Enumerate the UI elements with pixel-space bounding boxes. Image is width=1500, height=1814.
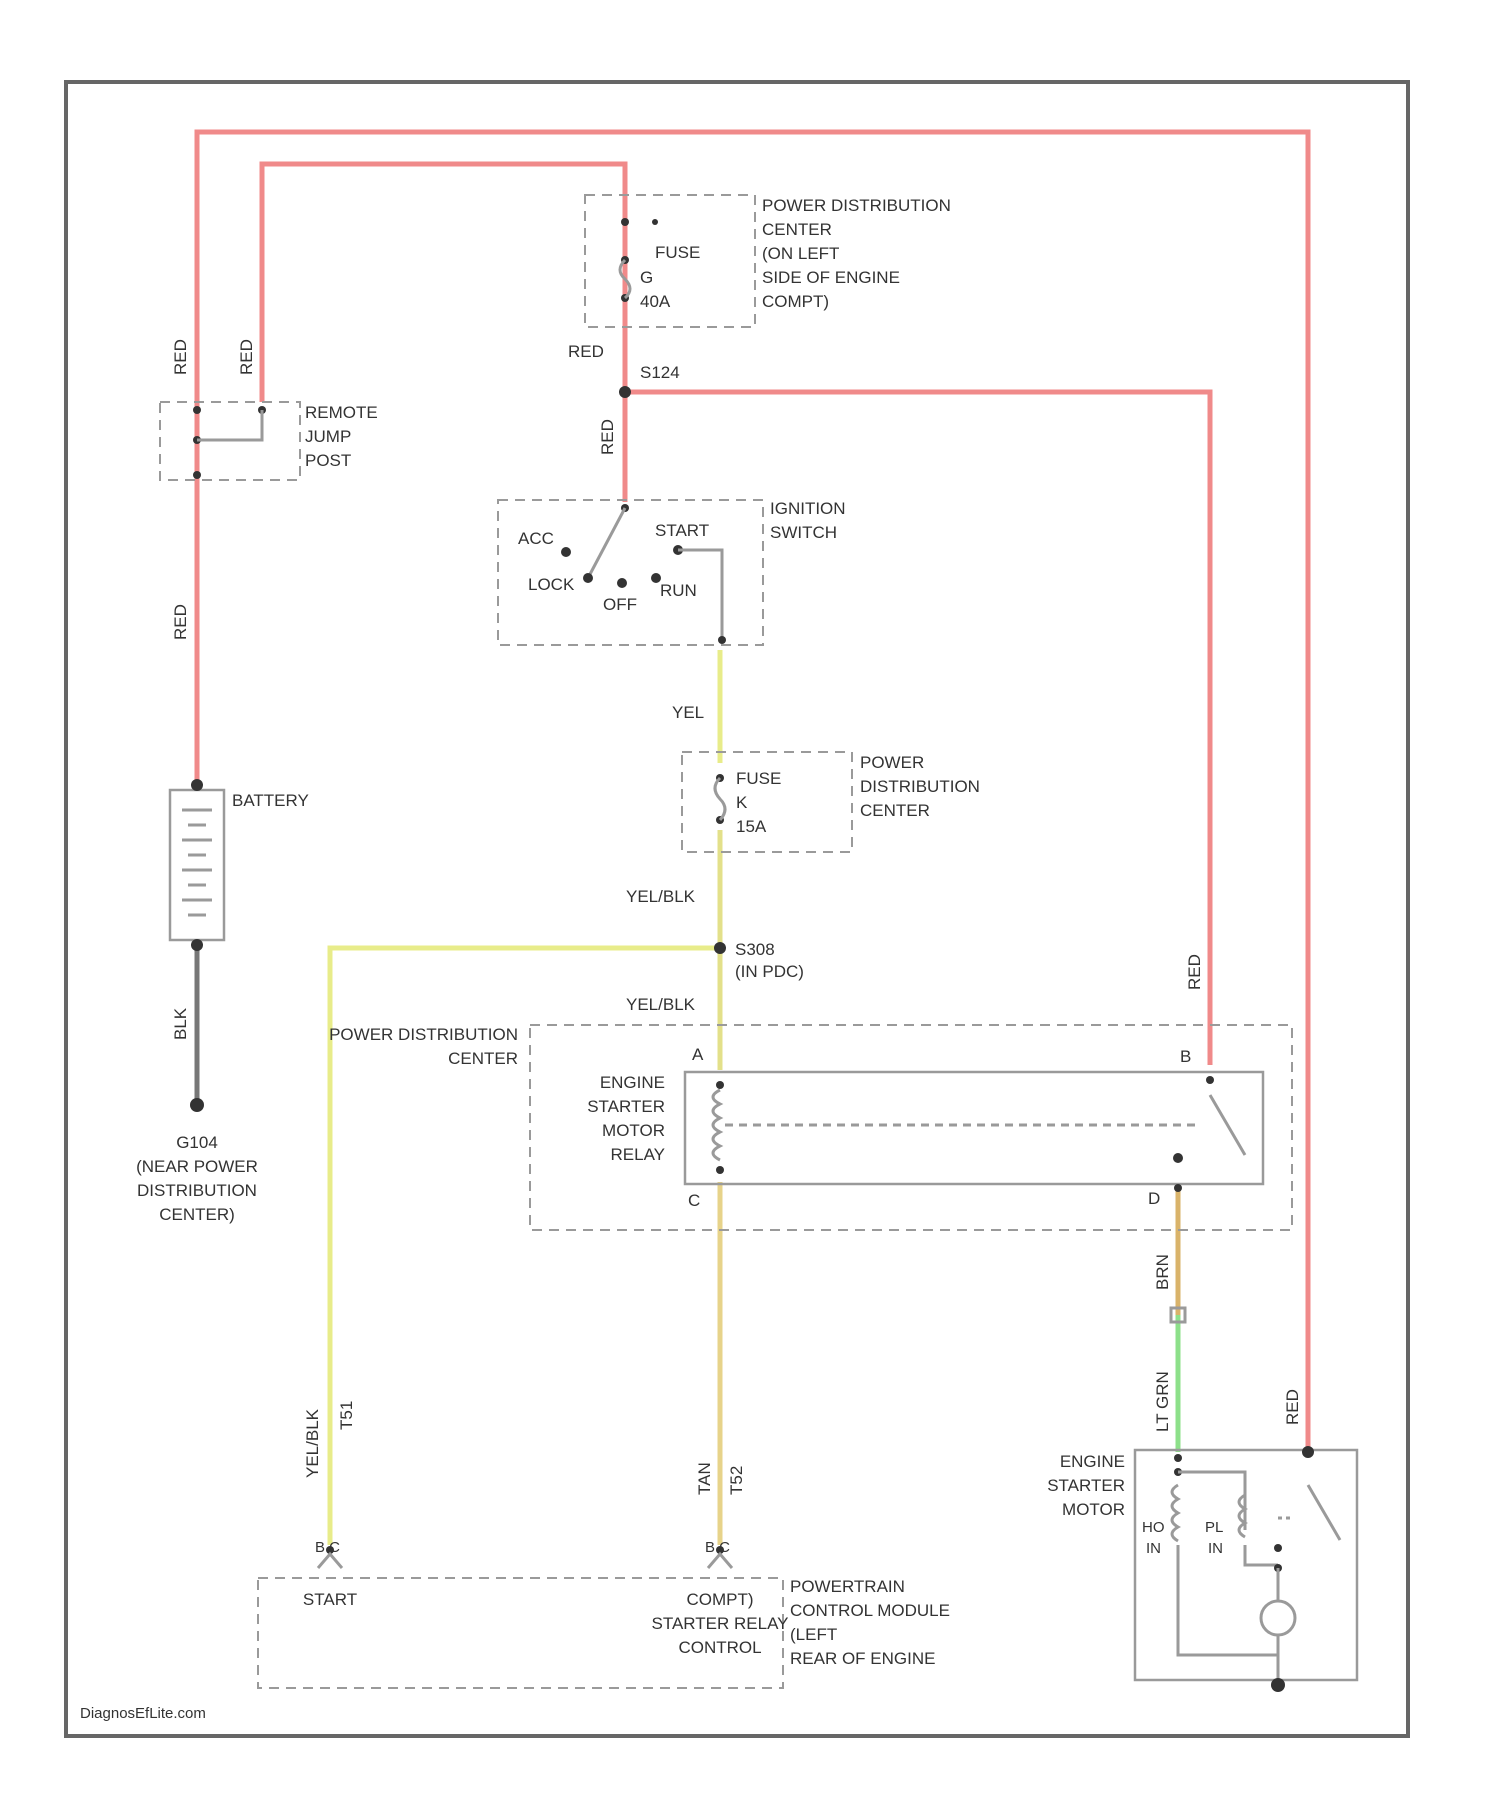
pcm-left-start: START — [303, 1590, 357, 1609]
ground-g104 — [190, 1098, 204, 1112]
pdc-top-title-4: SIDE OF ENGINE — [762, 268, 900, 287]
starter-hold-in-coil — [1172, 1485, 1178, 1541]
ignition-title-1: IGNITION — [770, 499, 846, 518]
jump-post-title-1: REMOTE — [305, 403, 378, 422]
ignition-pos-run: RUN — [660, 581, 697, 600]
wire-label-brn: BRN — [1153, 1254, 1172, 1290]
splice-s308-line-2: (IN PDC) — [735, 962, 804, 981]
starter-title-3: MOTOR — [1062, 1500, 1125, 1519]
jump-post-title-3: POST — [305, 451, 351, 470]
fuse-g-line-1: FUSE — [655, 243, 700, 262]
wire-red-s124-to-relay — [625, 392, 1210, 1065]
starter-coil-pl: PL — [1205, 1519, 1223, 1536]
starter-motor-symbol — [1261, 1601, 1295, 1635]
relay-label-3: MOTOR — [602, 1121, 665, 1140]
starter-title-1: ENGINE — [1060, 1452, 1125, 1471]
relay-pin-a: A — [692, 1045, 704, 1064]
starter-coil-in-2: IN — [1208, 1540, 1223, 1557]
relay-label-4: RELAY — [611, 1145, 666, 1164]
wire-label-pcm-left-pin: T51 — [337, 1401, 356, 1430]
fuse-k-line-1: FUSE — [736, 769, 781, 788]
relay-pin-b: B — [1180, 1047, 1191, 1066]
ignition-pos-off: OFF — [603, 595, 637, 614]
fuse-k-line-3: 15A — [736, 817, 767, 836]
ground-line-4: CENTER) — [159, 1205, 235, 1224]
wire-label-blk: BLK — [171, 1007, 190, 1040]
jump-post-title-2: JUMP — [305, 427, 351, 446]
splice-s124-label: S124 — [640, 363, 680, 382]
wire-label-yelblk-2: YEL/BLK — [626, 995, 696, 1014]
wire-label-red-fuse-g: RED — [568, 342, 604, 361]
relay-coil — [713, 1090, 720, 1160]
fuse-g-line-2: G — [640, 268, 653, 287]
wire-label-red-starter: RED — [1283, 1389, 1302, 1425]
starter-title-2: STARTER — [1047, 1476, 1125, 1495]
pcm-right-cavity: B C — [705, 1539, 730, 1556]
relay-pin-d: D — [1148, 1189, 1160, 1208]
watermark: DiagnosEfLite.com — [80, 1705, 206, 1722]
wire-label-pcm-right-pin: T52 — [727, 1466, 746, 1495]
starter-coil-in-1: IN — [1146, 1540, 1161, 1557]
starter-ground — [1271, 1678, 1285, 1692]
wire-label-yelblk-1: YEL/BLK — [626, 887, 696, 906]
pcm-left-cavity: B C — [315, 1539, 340, 1556]
battery-label: BATTERY — [232, 791, 309, 810]
pdc-top-title-2: CENTER — [762, 220, 832, 239]
splice-s124 — [619, 386, 631, 398]
engine-starter-motor-relay — [685, 1072, 1263, 1184]
pdc-relay-title-1: POWER DISTRIBUTION — [329, 1025, 518, 1044]
pcm-title-3: (LEFT — [790, 1625, 837, 1644]
pdc-fuse-k-box — [682, 752, 852, 852]
splice-s308-line-1: S308 — [735, 940, 775, 959]
wire-label-red-2: RED — [237, 339, 256, 375]
ground-line-2: (NEAR POWER — [136, 1157, 258, 1176]
fuse-g-line-3: 40A — [640, 292, 671, 311]
battery-cells — [182, 810, 212, 915]
wire-label-yelblk-3: YEL/BLK — [303, 1408, 322, 1478]
wire-label-red-s124-down: RED — [598, 419, 617, 455]
pcm-title-1: POWERTRAIN — [790, 1577, 905, 1596]
starter-coil-ho: HO — [1142, 1519, 1165, 1536]
wire-label-tan-1: TAN — [695, 1462, 714, 1495]
wire-red-jump-to-fuse-g — [262, 164, 625, 402]
ground-line-1: G104 — [176, 1133, 218, 1152]
pdc-mid-title-2: DISTRIBUTION — [860, 777, 980, 796]
fuse-k-line-2: K — [736, 793, 748, 812]
ignition-pos-lock: LOCK — [528, 575, 575, 594]
pdc-top-title-3: (ON LEFT — [762, 244, 839, 263]
relay-pin-c: C — [688, 1191, 700, 1210]
pdc-top-title-5: COMPT) — [762, 292, 829, 311]
ignition-pos-start: START — [655, 521, 709, 540]
wire-label-ltgrn: LT GRN — [1153, 1371, 1172, 1432]
ignition-pos-acc: ACC — [518, 529, 554, 548]
splice-s308 — [714, 942, 726, 954]
pcm-right-line-3: CONTROL — [678, 1638, 761, 1657]
ignition-switch-contact — [588, 508, 625, 578]
pdc-mid-title-1: POWER — [860, 753, 924, 772]
pdc-mid-title-3: CENTER — [860, 801, 930, 820]
pcm-title-4: REAR OF ENGINE — [790, 1649, 935, 1668]
wire-label-red-relay: RED — [1185, 954, 1204, 990]
relay-label-2: STARTER — [587, 1097, 665, 1116]
pcm-right-line-2: STARTER RELAY — [652, 1614, 789, 1633]
pcm-right-line-1: COMPT) — [686, 1590, 753, 1609]
wire-red-battery-to-starter — [197, 132, 1308, 1452]
fuse-k-symbol — [715, 778, 725, 820]
wire-label-red-battery: RED — [171, 604, 190, 640]
wire-label-red-1: RED — [171, 339, 190, 375]
relay-label-1: ENGINE — [600, 1073, 665, 1092]
pdc-top-title-1: POWER DISTRIBUTION — [762, 196, 951, 215]
pdc-relay-title-2: CENTER — [448, 1049, 518, 1068]
ground-line-3: DISTRIBUTION — [137, 1181, 257, 1200]
starter-solenoid-contact — [1308, 1485, 1340, 1540]
ignition-title-2: SWITCH — [770, 523, 837, 542]
relay-switch-contact — [1210, 1095, 1245, 1155]
battery-symbol — [170, 790, 224, 940]
wire-label-yel: YEL — [672, 703, 704, 722]
pcm-title-2: CONTROL MODULE — [790, 1601, 950, 1620]
